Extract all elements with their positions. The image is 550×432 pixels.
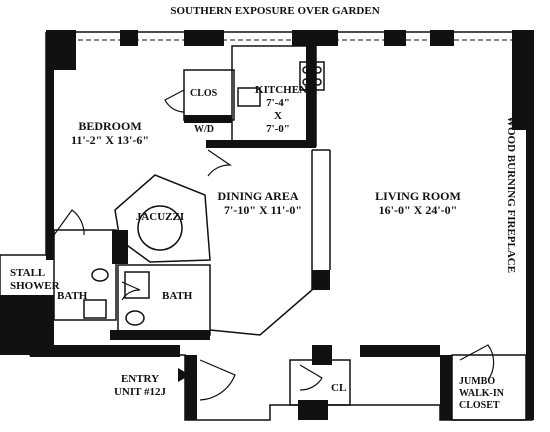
washer-dryer-label: W/D — [194, 124, 214, 135]
bath2-box — [117, 264, 211, 336]
wall-jumbo-left — [440, 355, 452, 420]
bedroom-name: BEDROOM — [78, 119, 142, 133]
stall-shower-line2: SHOWER — [10, 280, 60, 292]
dining-angled-wall — [209, 150, 313, 336]
bath2-toilet — [125, 310, 145, 326]
stall-shower-line1: STALL — [10, 267, 46, 279]
unit-number-label: UNIT #12J — [113, 386, 167, 398]
wall-living-pier — [312, 270, 330, 290]
wall-lower-left — [185, 355, 197, 420]
door-jumbo — [459, 344, 495, 381]
wall-kitchen-right — [306, 46, 316, 148]
bath1-toilet — [83, 299, 107, 319]
wall-bed-right-1 — [184, 115, 232, 123]
fireplace-label: WOOD BURNING FIREPLACE — [505, 116, 517, 274]
door-cl — [299, 364, 323, 391]
wall-top-pier-1 — [120, 30, 138, 46]
cl-box — [289, 359, 351, 406]
wall-left-upper — [46, 70, 54, 260]
door-dining — [207, 149, 233, 177]
jacuzzi-enclosure — [114, 174, 211, 263]
dining-name: DINING AREA — [217, 189, 299, 203]
wall-jumbo-top — [360, 345, 440, 357]
kitchen-length: 7'-0" — [266, 123, 290, 135]
wall-right — [526, 130, 534, 420]
closet-label: CLOS — [190, 88, 218, 99]
bath2-label: BATH — [162, 290, 193, 302]
wall-top-pier-3 — [292, 30, 338, 46]
kitchen-box — [231, 45, 317, 147]
kitchen-x: X — [274, 110, 282, 122]
jumbo-closet-line3: CLOSET — [459, 400, 500, 411]
door-bath1 — [53, 209, 85, 236]
living-name: LIVING ROOM — [375, 189, 461, 203]
jacuzzi-tub — [137, 205, 183, 251]
kitchen-width: 7'-4" — [266, 97, 290, 109]
living-dims: 16'-0" X 24'-0" — [378, 203, 458, 217]
door-bedroom-closet — [164, 89, 185, 113]
jumbo-closet-line2: WALK-IN — [459, 388, 505, 399]
wall-bed-right-2 — [206, 140, 306, 148]
exposure-label: SOUTHERN EXPOSURE OVER GARDEN — [170, 5, 380, 17]
wall-bottom-entry — [30, 345, 180, 357]
bedroom-dims: 11'-2" X 13'-6" — [71, 133, 149, 147]
bath1-box — [53, 229, 117, 321]
bath1-label: BATH — [57, 290, 88, 302]
dining-dims: 7'-10" X 11'-0" — [224, 203, 302, 217]
wall-top-pier-2 — [184, 30, 224, 46]
door-entry — [199, 359, 236, 401]
wall-cl-top — [312, 345, 332, 365]
kitchen-sink — [237, 87, 261, 107]
entry-label: ENTRY — [120, 373, 160, 385]
wall-jacuzzi-corner — [112, 230, 128, 264]
wall-top-pier-4 — [384, 30, 406, 46]
door-bath2 — [121, 281, 141, 301]
jumbo-closet-line1: JUMBO — [459, 376, 496, 387]
wall-cl-pier — [298, 400, 328, 420]
entry-arrow-icon — [178, 368, 190, 382]
cl-label: CL — [331, 382, 347, 394]
wall-top-right-pier — [512, 30, 534, 130]
bath2-vanity — [124, 271, 150, 299]
jacuzzi-label: JACUZZI — [135, 211, 185, 223]
wall-top-pier-5 — [430, 30, 454, 46]
wall-top-left-pier — [46, 30, 76, 70]
jumbo-closet-box — [451, 354, 527, 421]
stove — [299, 61, 325, 91]
bath1-sink — [91, 268, 109, 282]
kitchen-name: KITCHEN — [255, 84, 307, 96]
